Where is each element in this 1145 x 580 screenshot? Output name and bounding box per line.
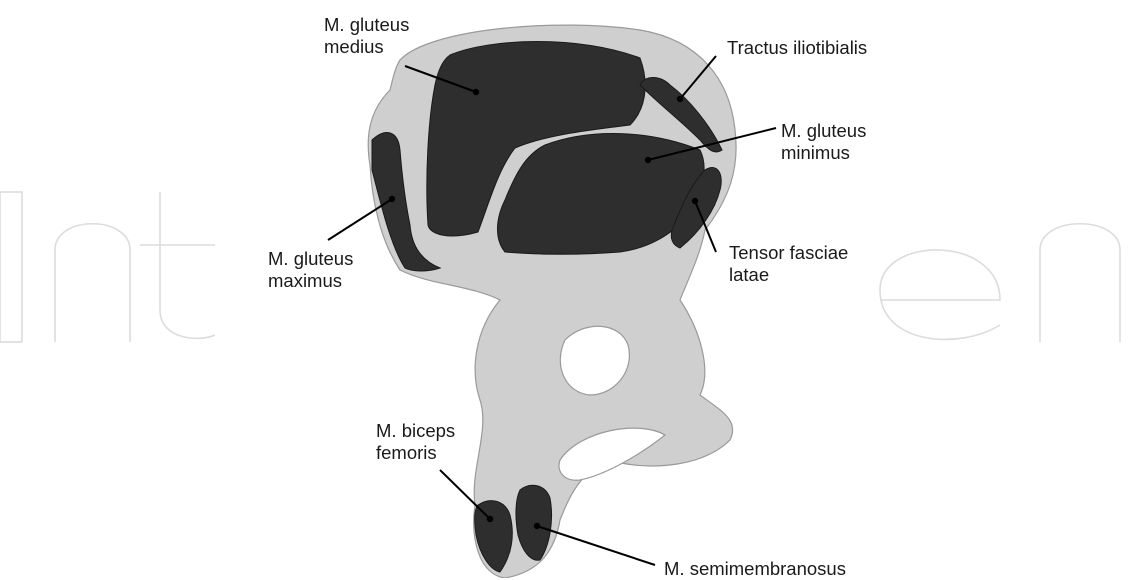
label-biceps-femoris: M. biceps femoris [376,420,455,464]
label-gluteus-minimus: M. gluteus minimus [781,120,866,164]
label-tensor-fasciae-latae: Tensor fasciae latae [729,242,848,286]
label-semimembranosus: M. semimembranosus [664,558,846,580]
label-gluteus-medius: M. gluteus medius [324,14,409,58]
label-tractus-iliotibialis: Tractus iliotibialis [727,37,867,59]
label-gluteus-maximus: M. gluteus maximus [268,248,353,292]
biceps-femoris-area [475,501,513,572]
